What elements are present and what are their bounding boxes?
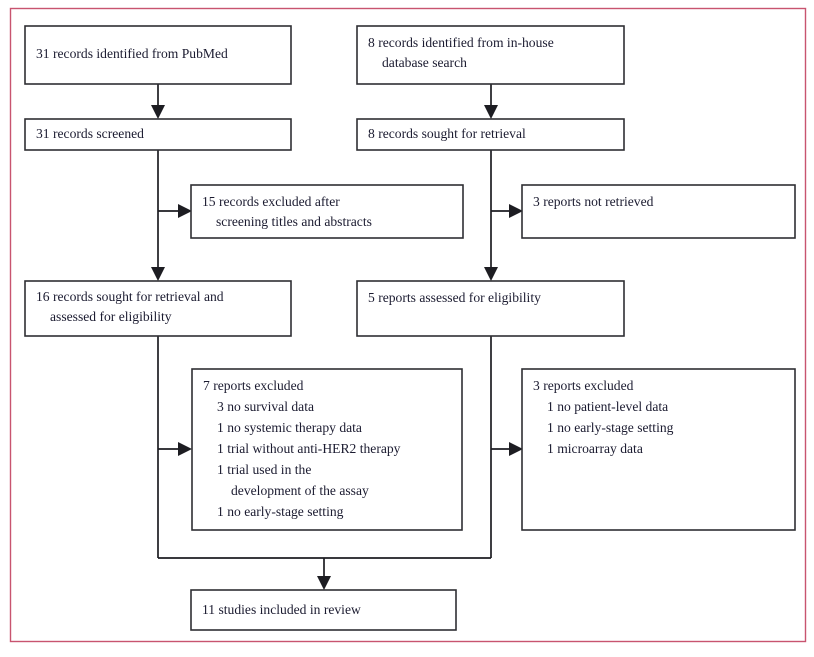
node-box-reports-assessed: [356, 280, 625, 337]
arrowhead-sought8-to-assessed5: [484, 267, 498, 281]
node-label-reports-excluded-left-line-1: 3 no survival data: [217, 399, 314, 414]
node-records-excluded-screening: 15 records excluded after screening titl…: [190, 184, 464, 239]
arrowhead-screened-to-sought16: [151, 267, 165, 281]
node-label-reports-excluded-right-line-2: 1 no early-stage setting: [547, 420, 674, 435]
node-box-studies-included: [190, 589, 457, 631]
node-label-records-screened: 31 records screened: [36, 126, 144, 141]
node-label-reports-excluded-left-line-3: 1 trial without anti-HER2 therapy: [217, 441, 401, 456]
node-label-identified-inhouse-line-0: 8 records identified from in-house: [368, 35, 554, 50]
node-box-reports-excluded-right: [521, 368, 796, 531]
node-label-reports-excluded-left-line-6: 1 no early-stage setting: [217, 504, 344, 519]
node-label-reports-excluded-left-line-4: 1 trial used in the: [217, 462, 311, 477]
arrowhead-merge-to-included: [317, 576, 331, 590]
node-identified-pubmed: 31 records identified from PubMed: [24, 25, 292, 85]
node-label-reports-excluded-right-line-3: 1 microarray data: [547, 441, 643, 456]
node-box-identified-pubmed: [24, 25, 292, 85]
node-identified-inhouse: 8 records identified from in-house datab…: [356, 25, 625, 85]
node-reports-assessed: 5 reports assessed for eligibility: [356, 280, 625, 337]
node-box-reports-excluded-left: [191, 368, 463, 531]
node-label-reports-excluded-left-line-5: development of the assay: [231, 483, 369, 498]
node-box-reports-not-retrieved: [521, 184, 796, 239]
node-label-reports-excluded-left-line-2: 1 no systemic therapy data: [217, 420, 362, 435]
connectors: [151, 84, 523, 590]
node-sought-and-assessed: 16 records sought for retrieval and asse…: [24, 280, 292, 337]
node-box-records-sought-right: [356, 118, 625, 151]
figure-frame: [9, 7, 807, 643]
node-box-records-screened: [24, 118, 292, 151]
node-label-studies-included: 11 studies included in review: [202, 602, 361, 617]
node-label-reports-not-retrieved: 3 reports not retrieved: [533, 194, 654, 209]
node-label-identified-pubmed-line-0: 31 records identified from PubMed: [36, 46, 228, 61]
node-reports-excluded-right: 3 reports excluded 1 no patient-level da…: [521, 368, 796, 531]
node-label-reports-excluded-right-line-1: 1 no patient-level data: [547, 399, 668, 414]
node-label-records-excluded-screening-line-0: 15 records excluded after: [202, 194, 340, 209]
arrowhead-screened-to-excluded15: [178, 204, 192, 218]
node-label-records-sought-right: 8 records sought for retrieval: [368, 126, 526, 141]
arrowhead-assessed5-to-excluded3: [509, 442, 523, 456]
node-label-sought-and-assessed-line-0: 16 records sought for retrieval and: [36, 289, 224, 304]
node-box-records-excluded-screening: [190, 184, 464, 239]
arrowhead-pubmed-to-screened: [151, 105, 165, 119]
node-box-sought-and-assessed: [24, 280, 292, 337]
arrowhead-sought8-to-notretrieved: [509, 204, 523, 218]
node-box-identified-inhouse: [356, 25, 625, 85]
arrowhead-sought16-to-excluded7: [178, 442, 192, 456]
node-reports-not-retrieved: 3 reports not retrieved: [521, 184, 796, 239]
node-records-sought-right: 8 records sought for retrieval: [356, 118, 625, 151]
node-label-records-excluded-screening-line-1: screening titles and abstracts: [216, 214, 372, 229]
node-label-sought-and-assessed-line-1: assessed for eligibility: [50, 309, 172, 324]
node-label-reports-excluded-right-line-0: 3 reports excluded: [533, 378, 634, 393]
node-records-screened: 31 records screened: [24, 118, 292, 151]
node-studies-included: 11 studies included in review: [190, 589, 457, 631]
arrowhead-inhouse-to-sought: [484, 105, 498, 119]
node-reports-excluded-left: 7 reports excluded 3 no survival data 1 …: [191, 368, 463, 531]
node-label-identified-inhouse-line-1: database search: [382, 55, 467, 70]
node-label-reports-assessed: 5 reports assessed for eligibility: [368, 290, 541, 305]
node-label-reports-excluded-left-line-0: 7 reports excluded: [203, 378, 304, 393]
